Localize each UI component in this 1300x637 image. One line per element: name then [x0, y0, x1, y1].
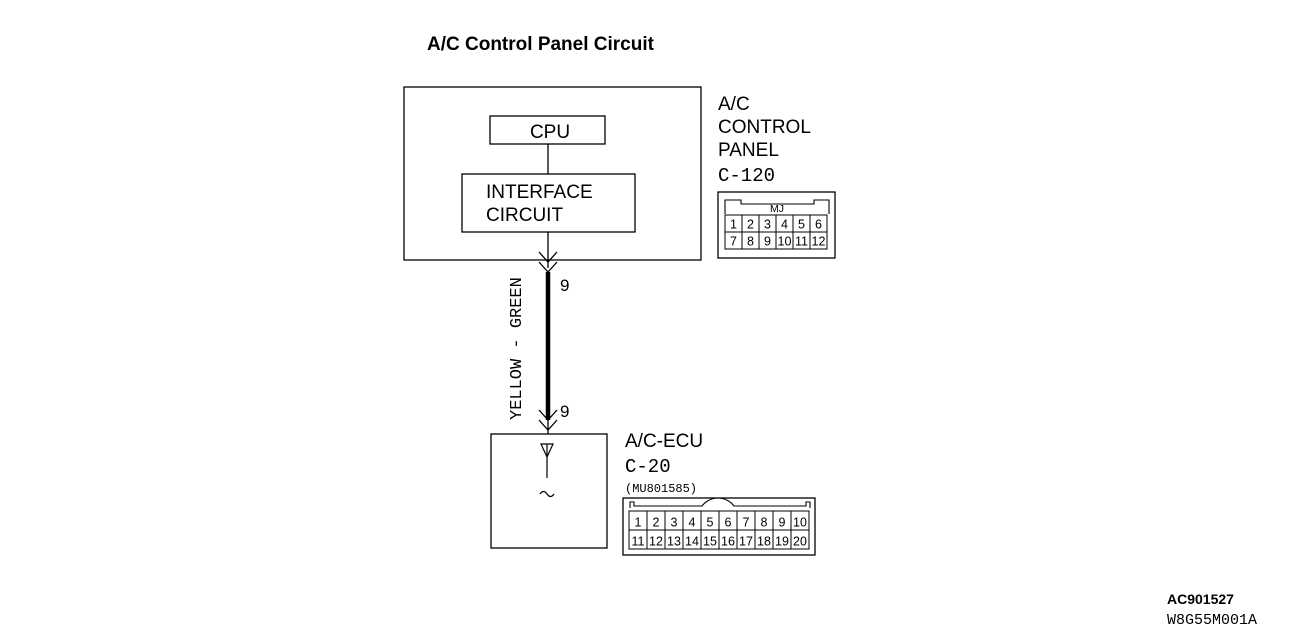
c120-pin-label: 4	[781, 218, 788, 232]
interface-label-line2: CIRCUIT	[486, 205, 563, 226]
document-code: W8G55M001A	[1167, 612, 1257, 629]
c120-pin-label: 2	[747, 218, 754, 232]
panel-name-line1: A/C	[718, 94, 750, 115]
figure-code: AC901527	[1167, 591, 1234, 607]
ecu-break-symbol-icon	[539, 490, 555, 498]
c120-pin-label: 1	[730, 218, 737, 232]
c20-pin-label: 13	[667, 535, 681, 549]
c120-connector-housing	[724, 199, 830, 214]
c120-pin-label: 10	[778, 235, 792, 249]
c120-pin-label: 5	[798, 218, 805, 232]
panel-name-line2: CONTROL	[718, 117, 811, 138]
panel-name-line3: PANEL	[718, 140, 779, 161]
c120-connector-outline	[717, 191, 836, 259]
c120-pin-label: 12	[812, 235, 826, 249]
c20-pin-label: 14	[685, 535, 699, 549]
interface-label-line1: INTERFACE	[486, 182, 593, 203]
c20-pin-label: 6	[725, 516, 732, 530]
c20-pin-label: 10	[793, 516, 807, 530]
c20-pin-label: 4	[689, 516, 696, 530]
c20-pin-label: 11	[632, 535, 645, 549]
c20-pin-label: 3	[671, 516, 678, 530]
panel-connector-chevron-1	[538, 251, 558, 263]
c120-pin-cell	[809, 231, 828, 250]
panel-terminal-number: 9	[560, 276, 569, 295]
ecu-connector-id: C-20	[625, 456, 671, 478]
c20-pin-cell	[790, 529, 810, 550]
c120-pin-label: 8	[747, 235, 754, 249]
c120-connector-code: MJ	[770, 203, 784, 215]
c20-pin-label: 9	[779, 516, 786, 530]
c20-pin-label: 12	[649, 535, 663, 549]
wire-color-label: YELLOW - GREEN	[508, 277, 527, 420]
c20-pin-label: 18	[757, 535, 771, 549]
cpu-label: CPU	[530, 122, 570, 143]
ecu-box	[490, 433, 608, 549]
c20-pin-label: 17	[739, 535, 753, 549]
ecu-terminal-number: 9	[560, 402, 569, 421]
c120-pin-label: 7	[730, 235, 737, 249]
c20-connector-housing	[629, 497, 811, 508]
panel-connector-id: C-120	[718, 165, 775, 187]
c20-pin-label: 15	[703, 535, 717, 549]
c120-pin-label: 6	[815, 218, 822, 232]
c20-pin-label: 2	[653, 516, 660, 530]
c20-pin-label: 16	[721, 535, 735, 549]
c20-pin-label: 19	[775, 535, 789, 549]
c20-pin-label: 20	[793, 535, 807, 549]
c20-pin-label: 7	[743, 516, 750, 530]
c20-pin-label: 5	[707, 516, 714, 530]
c120-pin-label: 9	[764, 235, 771, 249]
diagram-title: A/C Control Panel Circuit	[427, 34, 655, 55]
control-panel-box	[403, 86, 702, 261]
c20-pin-label: 1	[635, 516, 642, 530]
ecu-name: A/C-ECU	[625, 431, 703, 452]
c20-pin-label: 8	[761, 516, 768, 530]
c120-pin-label: 11	[795, 235, 808, 249]
c120-pin-label: 3	[764, 218, 771, 232]
ecu-part-number: (MU801585)	[625, 482, 697, 496]
